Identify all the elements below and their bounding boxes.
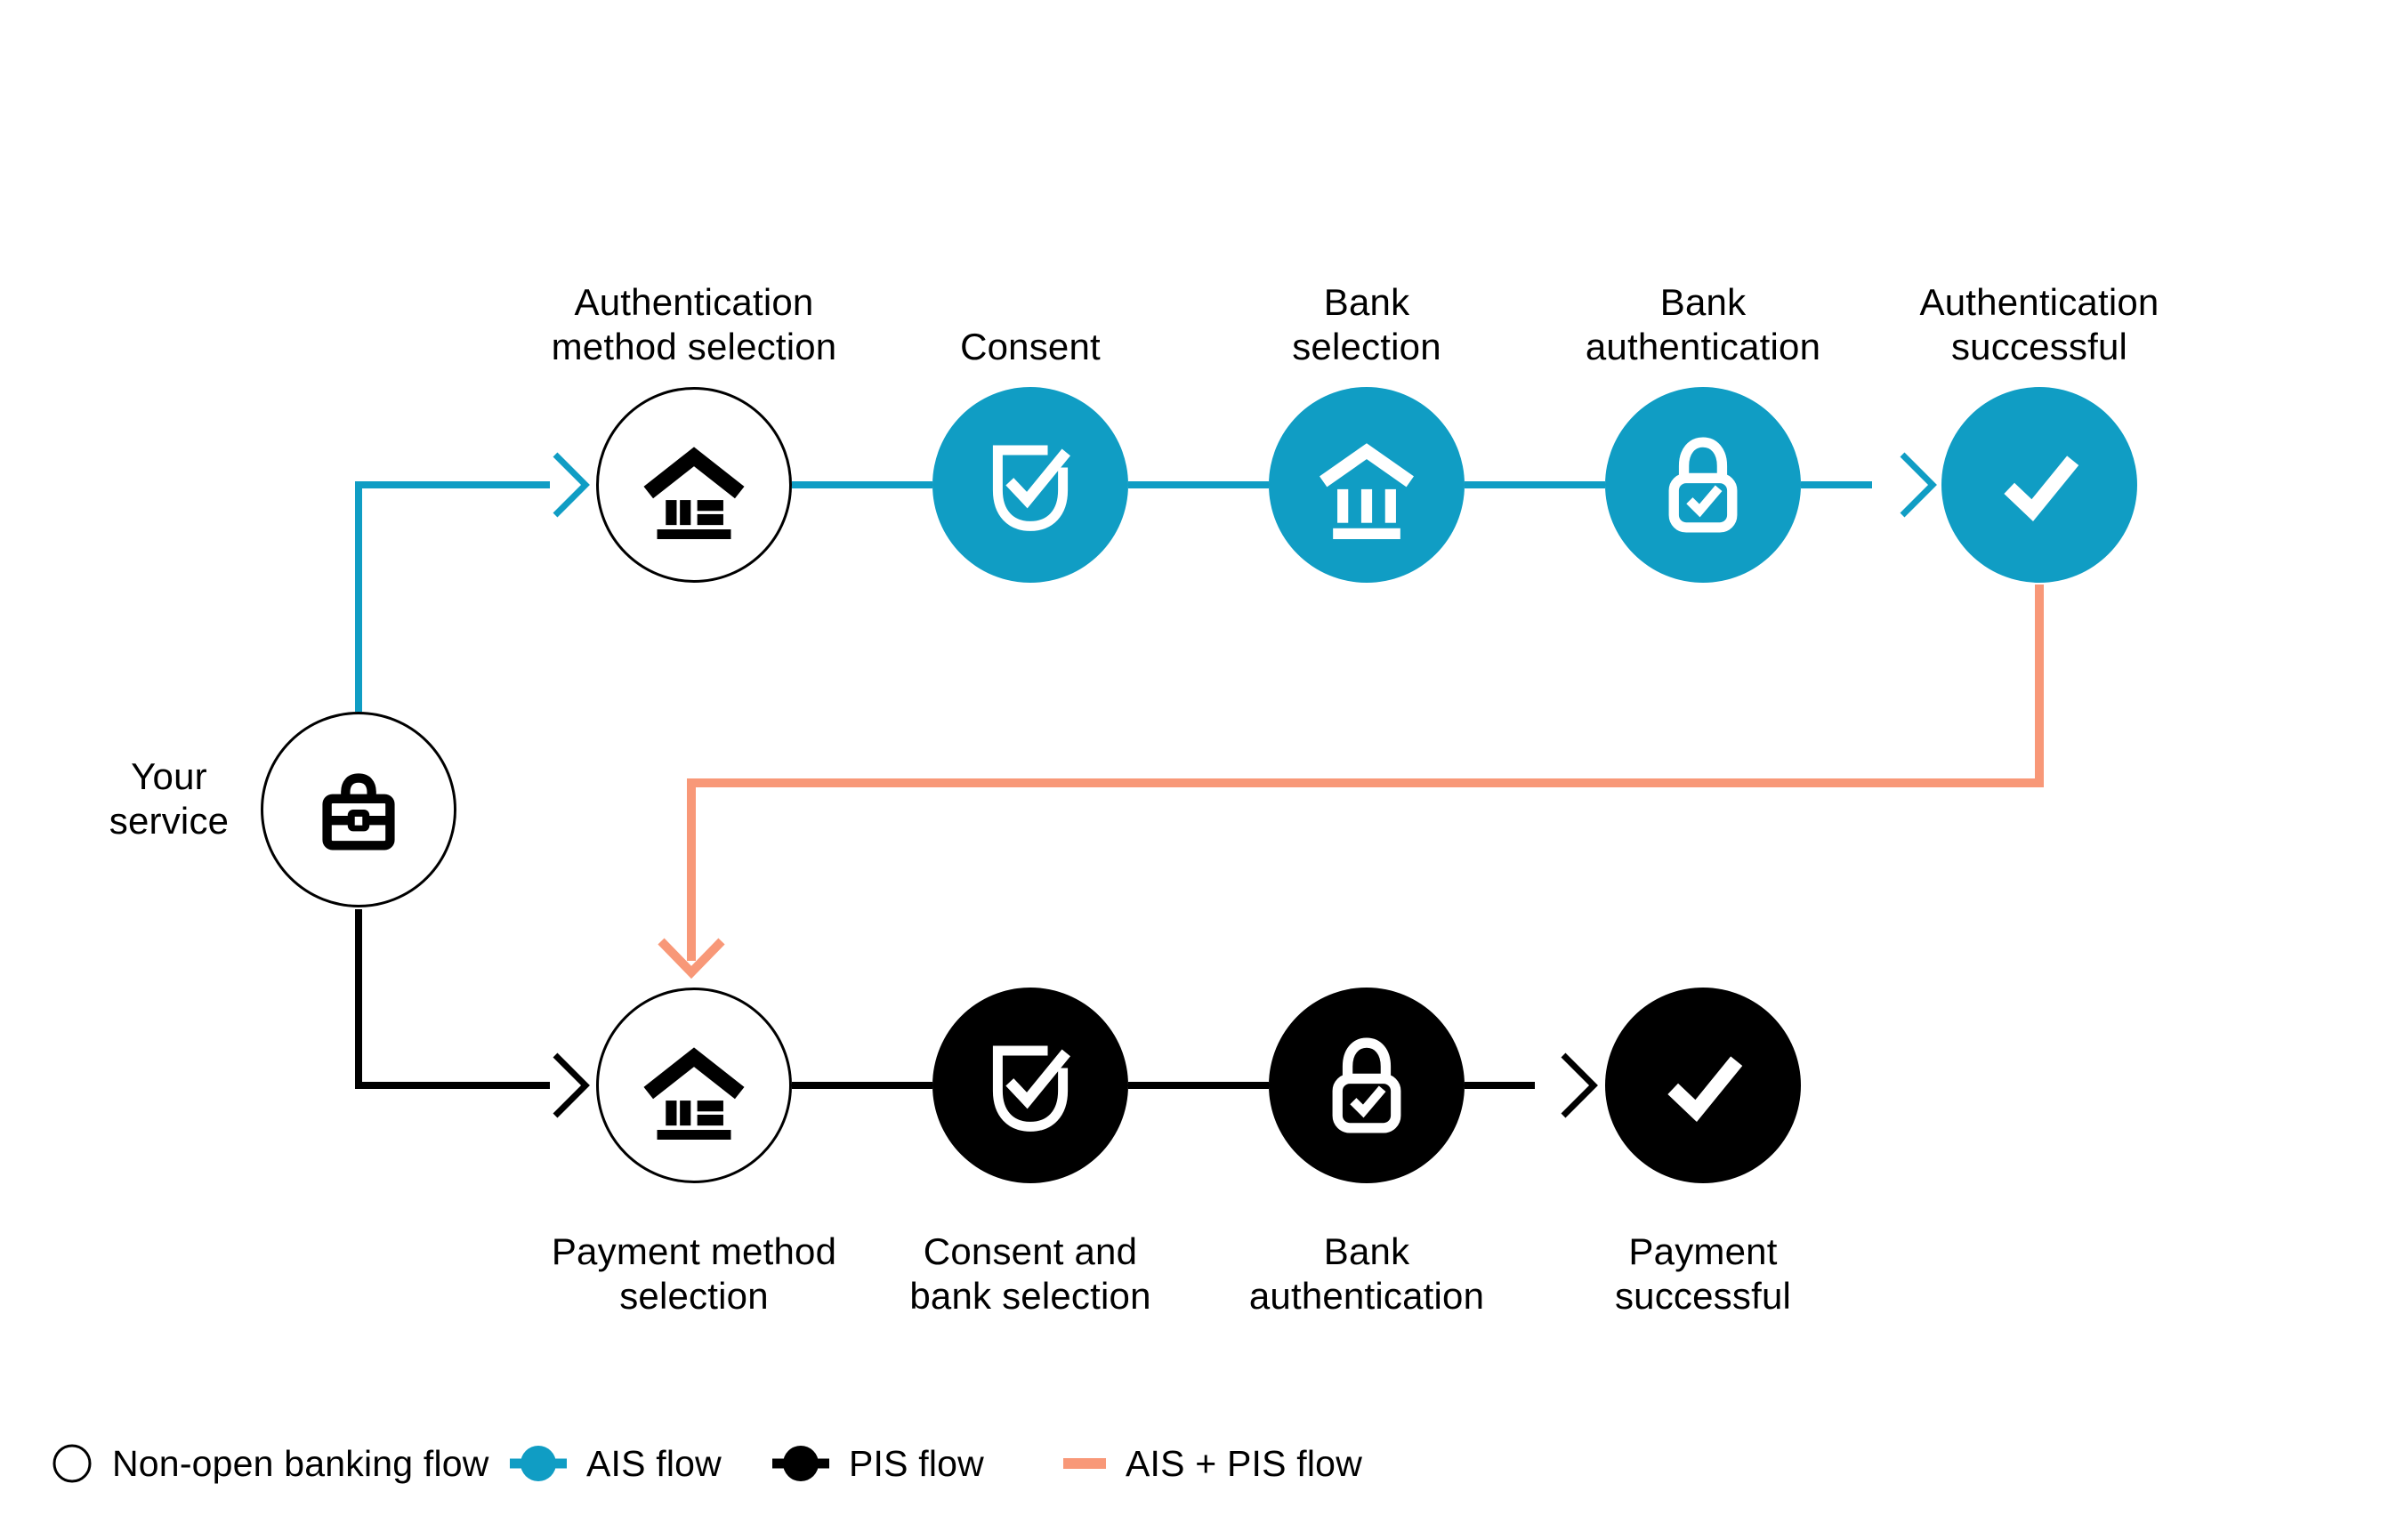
check-icon [1645, 1028, 1761, 1143]
label-your-service: Your service [109, 755, 230, 842]
node-your-service [261, 712, 456, 907]
label-payment-method-selection: Payment method selection [551, 1230, 837, 1317]
bank-icon [640, 1031, 748, 1140]
legend-label: PIS flow [849, 1442, 984, 1484]
node-authentication-method-selection [596, 387, 792, 583]
node-bank-authentication-ais [1605, 387, 1801, 583]
label-payment-successful: Payment successful [1614, 1230, 1792, 1317]
label-bank-authentication-pis: Bank authentication [1248, 1230, 1485, 1317]
legend-item-ais-flow: AIS flow [510, 1440, 722, 1487]
label-authentication-method-selection: Authentication method selection [551, 281, 837, 367]
ais-pis-line-authsuccess-to-paymentmethod [687, 585, 2044, 961]
label-authentication-successful: Authentication successful [1919, 281, 2159, 367]
label-consent: Consent [960, 326, 1101, 367]
arrowhead-down-ais-pis-icon [658, 938, 725, 980]
bank-columns-icon [1312, 431, 1421, 539]
ais-pis-dash-icon [1063, 1458, 1106, 1469]
pis-node-icon [772, 1446, 829, 1481]
lock-check-icon [1311, 1029, 1423, 1141]
label-bank-authentication-ais: Bank authentication [1585, 281, 1821, 367]
shield-check-icon [976, 1031, 1085, 1140]
node-consent [932, 387, 1128, 583]
briefcase-icon [304, 755, 413, 864]
arrowhead-right-ais-icon [553, 452, 590, 518]
node-authentication-successful [1941, 387, 2137, 583]
check-icon [1981, 427, 2097, 543]
node-bank-selection [1269, 387, 1465, 583]
legend-label: AIS + PIS flow [1126, 1442, 1362, 1484]
arrowhead-right-ais-icon [1900, 452, 1937, 518]
lock-check-icon [1647, 429, 1759, 541]
outline-circle-icon [52, 1444, 92, 1483]
legend-label: AIS flow [586, 1442, 722, 1484]
node-payment-method-selection [596, 988, 792, 1183]
bank-icon [640, 431, 748, 539]
legend-item-ais-pis-flow: AIS + PIS flow [1063, 1440, 1362, 1487]
ais-line-service-to-auth-method [355, 481, 550, 712]
node-consent-and-bank-selection [932, 988, 1128, 1183]
shield-check-icon [976, 431, 1085, 539]
pis-line-service-to-payment-method [355, 909, 550, 1089]
node-bank-authentication-pis [1269, 988, 1465, 1183]
legend-label: Non-open banking flow [112, 1442, 489, 1484]
arrowhead-right-pis-icon [1561, 1052, 1598, 1118]
label-bank-selection: Bank selection [1292, 281, 1441, 367]
ais-node-icon [510, 1446, 567, 1481]
node-payment-successful [1605, 988, 1801, 1183]
legend-item-pis-flow: PIS flow [772, 1440, 984, 1487]
legend-item-non-open-banking-flow: Non-open banking flow [52, 1440, 489, 1487]
arrowhead-right-pis-icon [553, 1052, 590, 1118]
label-consent-and-bank-selection: Consent and bank selection [909, 1230, 1151, 1317]
